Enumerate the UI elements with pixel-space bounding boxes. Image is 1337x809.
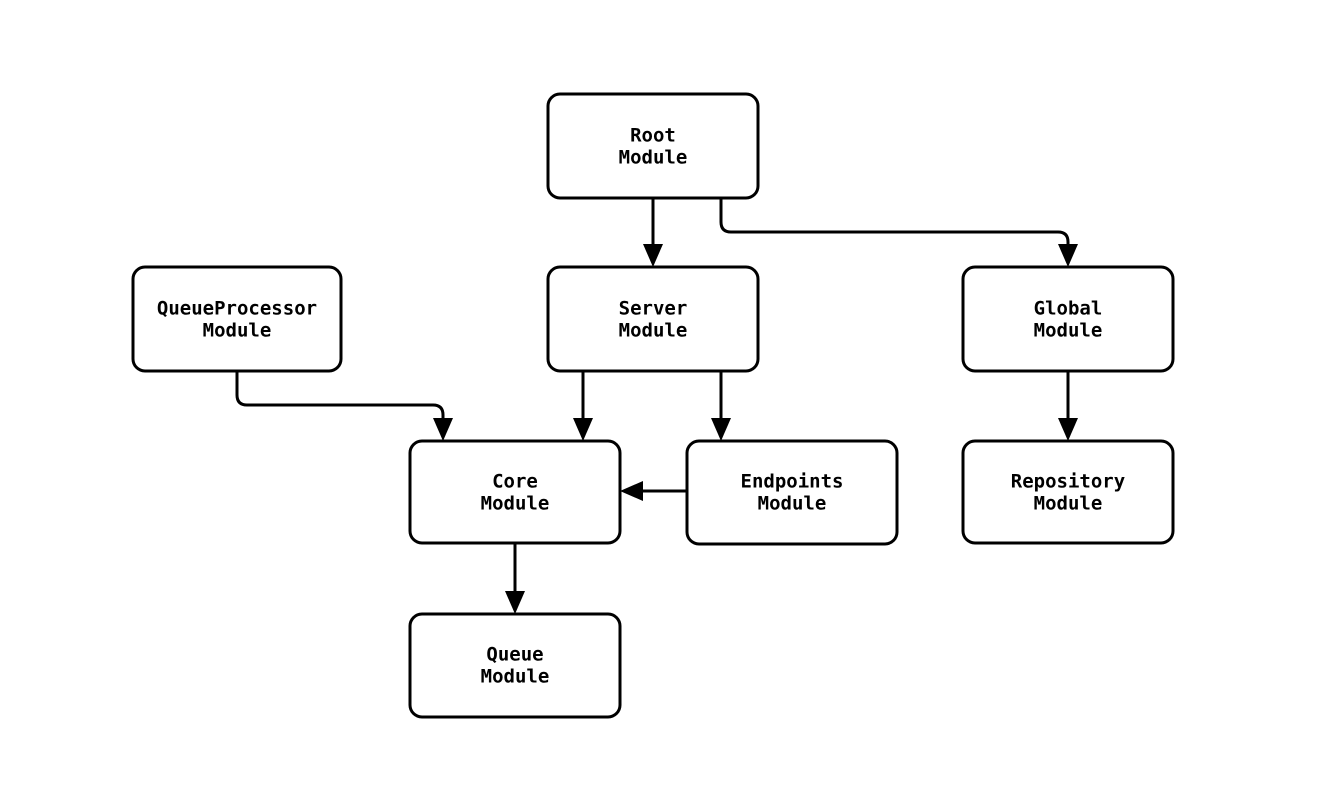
edge-server-core bbox=[573, 371, 593, 441]
node-server-module-label-line2: Module bbox=[619, 320, 688, 342]
node-queue-module-label-line1: Queue bbox=[486, 644, 543, 666]
node-queueprocessor-module[interactable]: QueueProcessor Module bbox=[131, 265, 343, 373]
node-layer: Root Module QueueProcessor Module Server… bbox=[131, 92, 1175, 719]
edge-server-endpoints bbox=[711, 371, 731, 441]
node-server-module-box[interactable] bbox=[546, 265, 760, 373]
node-global-module-label-line1: Global bbox=[1034, 298, 1103, 320]
edge-root-global-line bbox=[719, 198, 1070, 247]
edge-global-repository-arrowhead bbox=[1058, 418, 1078, 441]
node-queue-module[interactable]: Queue Module bbox=[408, 612, 622, 719]
edge-queueprocessor-core-line bbox=[235, 371, 445, 421]
edge-endpoints-core-arrowhead bbox=[620, 481, 643, 501]
node-queue-module-label-line2: Module bbox=[481, 666, 550, 688]
node-repository-module-label-line1: Repository bbox=[1011, 471, 1125, 493]
node-root-module[interactable]: Root Module bbox=[546, 92, 760, 200]
node-endpoints-module-label-line1: Endpoints bbox=[741, 471, 844, 493]
node-core-module[interactable]: Core Module bbox=[408, 439, 622, 545]
edge-root-global-arrowhead bbox=[1058, 244, 1078, 267]
node-root-module-label-line2: Module bbox=[619, 147, 688, 169]
node-endpoints-module[interactable]: Endpoints Module bbox=[685, 439, 899, 546]
edge-root-server bbox=[643, 198, 663, 267]
edge-queueprocessor-core-arrowhead bbox=[433, 418, 453, 441]
edge-server-core-arrowhead bbox=[573, 418, 593, 441]
node-queue-module-box[interactable] bbox=[408, 612, 622, 719]
edge-server-endpoints-arrowhead bbox=[711, 418, 731, 441]
node-server-module[interactable]: Server Module bbox=[546, 265, 760, 373]
node-queueprocessor-module-label-line2: Module bbox=[203, 320, 272, 342]
node-global-module-box[interactable] bbox=[961, 265, 1175, 373]
node-endpoints-module-box[interactable] bbox=[685, 439, 899, 546]
edge-root-server-arrowhead bbox=[643, 244, 663, 267]
node-repository-module-label-line2: Module bbox=[1034, 493, 1103, 515]
edge-core-queue-arrowhead bbox=[505, 591, 525, 614]
node-repository-module[interactable]: Repository Module bbox=[961, 439, 1175, 545]
edge-root-global bbox=[719, 198, 1078, 267]
node-core-module-label-line2: Module bbox=[481, 493, 550, 515]
node-repository-module-box[interactable] bbox=[961, 439, 1175, 545]
node-queueprocessor-module-box[interactable] bbox=[131, 265, 343, 373]
edge-queueprocessor-core bbox=[235, 371, 453, 441]
node-global-module-label-line2: Module bbox=[1034, 320, 1103, 342]
node-server-module-label-line1: Server bbox=[619, 298, 688, 320]
node-endpoints-module-label-line2: Module bbox=[758, 493, 827, 515]
edge-layer bbox=[235, 198, 1078, 614]
node-core-module-box[interactable] bbox=[408, 439, 622, 545]
node-global-module[interactable]: Global Module bbox=[961, 265, 1175, 373]
edge-core-queue bbox=[505, 543, 525, 614]
edge-endpoints-core bbox=[620, 481, 687, 501]
node-queueprocessor-module-label-line1: QueueProcessor bbox=[157, 298, 317, 320]
node-root-module-label-line1: Root bbox=[630, 125, 676, 147]
edge-global-repository bbox=[1058, 371, 1078, 441]
node-root-module-box[interactable] bbox=[546, 92, 760, 200]
node-core-module-label-line1: Core bbox=[492, 471, 538, 493]
